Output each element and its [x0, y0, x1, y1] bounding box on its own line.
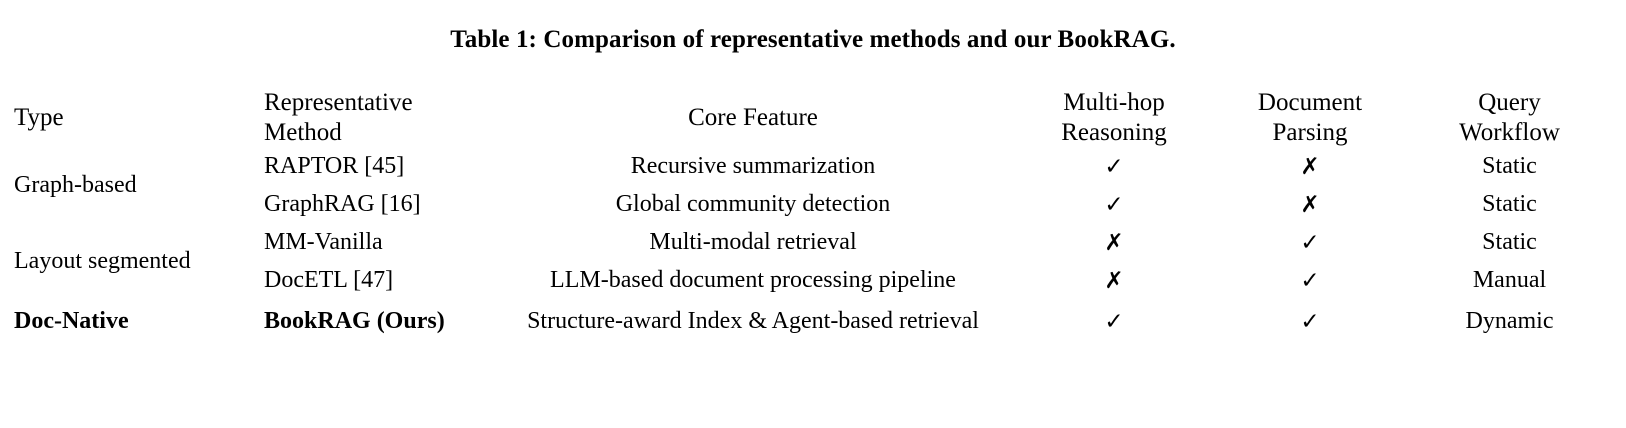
row-group-type-doc-native: Doc-Native	[14, 307, 129, 334]
table-row: Layout segmented MM-Vanilla Multi-modal …	[14, 223, 1613, 274]
column-header-query-workflow: Query Workflow	[1406, 88, 1613, 147]
cell-core-feature: Recursive summarization	[630, 152, 876, 179]
cell-multi-hop-reasoning: ✗	[1014, 261, 1214, 299]
cross-icon: ✗	[1104, 230, 1124, 256]
cell-core-feature: Structure-award Index & Agent-based retr…	[527, 307, 979, 334]
check-icon: ✓	[1300, 309, 1320, 335]
table-caption: Table 1: Comparison of representative me…	[450, 26, 1176, 53]
column-header-parsing-line1: Document	[1257, 89, 1363, 116]
cell-multi-hop-reasoning: ✗	[1014, 223, 1214, 261]
check-icon: ✓	[1104, 154, 1124, 180]
cell-document-parsing: ✓	[1214, 223, 1406, 261]
column-header-core-feature: Core Feature	[492, 88, 1014, 147]
table-row-highlight: Doc-Native BookRAG (Ours) Structure-awar…	[14, 299, 1613, 343]
table-row: Graph-based RAPTOR [45] Recursive summar…	[14, 147, 1613, 198]
column-header-parsing-line2: Parsing	[1272, 118, 1348, 146]
check-icon: ✓	[1300, 230, 1320, 256]
cell-method: MM-Vanilla	[264, 228, 383, 255]
cell-method: DocETL [47]	[264, 266, 394, 293]
column-header-representative-method: Representative Method	[264, 88, 492, 147]
column-header-document-parsing: Document Parsing	[1214, 88, 1406, 147]
table-body: Graph-based RAPTOR [45] Recursive summar…	[14, 147, 1613, 343]
comparison-table-container: Type Representative Method Core Feature …	[14, 88, 1613, 343]
header-row: Type Representative Method Core Feature …	[14, 88, 1613, 147]
cell-core-feature: LLM-based document processing pipeline	[550, 266, 956, 293]
column-header-workflow-line1: Query	[1478, 89, 1541, 116]
cross-icon: ✗	[1300, 154, 1320, 180]
check-icon: ✓	[1300, 268, 1320, 294]
cell-multi-hop-reasoning: ✓	[1014, 185, 1214, 223]
cell-document-parsing: ✓	[1214, 299, 1406, 343]
column-header-multihop-line1: Multi-hop	[1063, 89, 1165, 116]
column-header-method-line2: Method	[264, 118, 342, 146]
column-header-multi-hop-reasoning: Multi-hop Reasoning	[1014, 88, 1214, 147]
table-header: Type Representative Method Core Feature …	[14, 88, 1613, 147]
row-group-type-graph-based: Graph-based	[14, 171, 137, 198]
column-header-workflow-line2: Workflow	[1459, 118, 1560, 146]
cell-multi-hop-reasoning: ✓	[1014, 147, 1214, 185]
column-header-type-line1: Type	[14, 103, 64, 131]
cell-document-parsing: ✗	[1214, 147, 1406, 185]
column-header-method-line1: Representative	[264, 89, 413, 116]
comparison-table: Type Representative Method Core Feature …	[14, 88, 1613, 343]
column-header-type: Type	[14, 88, 264, 147]
column-header-multihop-line2: Reasoning	[1061, 118, 1167, 146]
table-row: GraphRAG [16] Global community detection…	[14, 185, 1613, 223]
cell-multi-hop-reasoning: ✓	[1014, 299, 1214, 343]
cell-method: BookRAG (Ours)	[264, 307, 445, 334]
cell-query-workflow: Static	[1482, 228, 1537, 255]
cross-icon: ✗	[1104, 268, 1124, 294]
cell-query-workflow: Static	[1482, 152, 1537, 179]
column-header-feature-line1: Core Feature	[688, 103, 818, 131]
cell-query-workflow: Static	[1482, 190, 1537, 217]
cross-icon: ✗	[1300, 192, 1320, 218]
row-group-type-layout-segmented: Layout segmented	[14, 247, 191, 274]
cell-document-parsing: ✓	[1214, 261, 1406, 299]
cell-core-feature: Multi-modal retrieval	[649, 228, 857, 255]
cell-query-workflow: Manual	[1472, 266, 1547, 293]
cell-core-feature: Global community detection	[615, 190, 891, 217]
cell-document-parsing: ✗	[1214, 185, 1406, 223]
table-row: DocETL [47] LLM-based document processin…	[14, 261, 1613, 299]
check-icon: ✓	[1104, 309, 1124, 335]
check-icon: ✓	[1104, 192, 1124, 218]
cell-query-workflow: Dynamic	[1465, 307, 1554, 334]
cell-method: GraphRAG [16]	[264, 190, 421, 217]
cell-method: RAPTOR [45]	[264, 152, 405, 179]
